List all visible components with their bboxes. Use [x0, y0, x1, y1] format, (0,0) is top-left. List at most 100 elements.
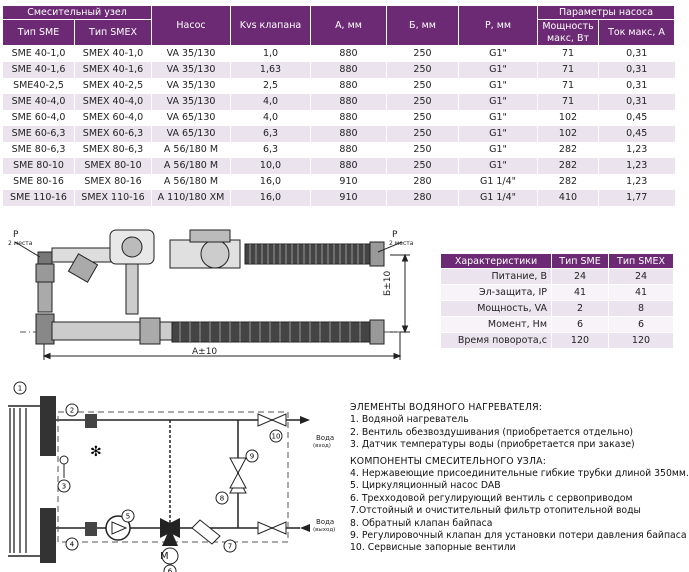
legend-unit-item: 9. Регулировочный клапан для установки п… — [350, 530, 687, 542]
char-table-cell: Питание, В — [440, 268, 552, 285]
table-cell: SMEX 80-16 — [74, 174, 152, 190]
table-cell: SME 40-4,0 — [2, 94, 75, 110]
char-header-smex: Тип SMEX — [608, 253, 674, 269]
legend-unit-item: 10. Сервисные запорные вентили — [350, 542, 516, 554]
table-cell: 880 — [310, 94, 387, 110]
table-cell: 880 — [310, 45, 387, 62]
char-table-cell: 8 — [608, 300, 674, 317]
table-cell: 250 — [386, 78, 459, 94]
table-cell: 102 — [537, 110, 599, 126]
table-cell: 71 — [537, 45, 599, 62]
table-cell: 250 — [386, 126, 459, 142]
table-cell: 910 — [310, 190, 387, 206]
heater-upper-block — [40, 396, 56, 456]
table-cell: G1" — [458, 94, 538, 110]
legend-unit-item: 5. Циркуляционный насос DAB — [350, 480, 501, 492]
char-table-cell: Эл-защита, IP — [440, 284, 552, 301]
callout-circle — [269, 429, 283, 443]
char-table-cell: 6 — [608, 316, 674, 333]
char-table-cell: 6 — [551, 316, 609, 333]
callout-number: 4 — [70, 541, 75, 549]
char-header-name: Характеристики — [440, 253, 552, 269]
snowflake-icon: ✻ — [90, 444, 102, 460]
callout-circle — [215, 491, 229, 505]
table-cell: 6,3 — [230, 126, 311, 142]
table-cell: 250 — [386, 110, 459, 126]
table-cell: 0,45 — [598, 126, 675, 142]
legend-unit-item: 4. Нержавеющие присоединительные гибкие … — [350, 468, 689, 480]
table-cell: 4,0 — [230, 110, 311, 126]
table-cell: G1" — [458, 126, 538, 142]
legend-heater-item: 1. Водяной нагреватель — [350, 414, 469, 426]
table-cell: VA 65/130 — [151, 126, 231, 142]
header-mixing-unit: Смесительный узел — [2, 5, 152, 20]
table-cell: 1,23 — [598, 142, 675, 158]
table-cell: A 110/180 XM — [151, 190, 231, 206]
table-cell: VA 35/130 — [151, 94, 231, 110]
char-header-sme: Тип SME — [551, 253, 609, 269]
balancing-valve-icon — [229, 457, 247, 475]
callout-circle — [13, 381, 27, 395]
upper-flex-hose — [244, 243, 371, 265]
table-cell: 0,31 — [598, 45, 675, 62]
table-cell: 1,23 — [598, 174, 675, 190]
table-cell: SMEX 80-6,3 — [74, 142, 152, 158]
callout-circle — [245, 449, 259, 463]
dimension-a-label: А±10 — [192, 347, 218, 357]
table-cell: G1" — [458, 142, 538, 158]
table-cell: 102 — [537, 126, 599, 142]
table-cell: G1 1/4" — [458, 174, 538, 190]
char-table-cell: 120 — [608, 332, 674, 349]
table-cell: SME 40-1,6 — [2, 62, 75, 78]
table-cell: 250 — [386, 94, 459, 110]
table-cell: 282 — [537, 158, 599, 174]
legend-unit-item: 8. Обратный клапан байпаса — [350, 517, 493, 529]
table-cell: 71 — [537, 62, 599, 78]
table-cell: G1" — [458, 110, 538, 126]
callout-number: 1 — [18, 385, 22, 393]
callout-circle — [65, 403, 79, 417]
char-table-cell: Мощность, VA — [440, 300, 552, 317]
char-table-cell: 24 — [551, 268, 609, 285]
legend-unit-title: КОМПОНЕНТЫ СМЕСИТЕЛЬНОГО УЗЛА: — [350, 455, 547, 467]
table-cell: 880 — [310, 78, 387, 94]
water-out-sub-label: (выход) — [313, 527, 336, 533]
table-cell: 0,45 — [598, 110, 675, 126]
table-cell: SME 110-16 — [2, 190, 75, 206]
table-cell: 280 — [386, 174, 459, 190]
table-cell: 250 — [386, 158, 459, 174]
table-cell: SME 80-16 — [2, 174, 75, 190]
char-table-cell: 41 — [551, 284, 609, 301]
char-table-cell: 41 — [608, 284, 674, 301]
table-cell: SMEX 60-4,0 — [74, 110, 152, 126]
table-cell: 282 — [537, 142, 599, 158]
table-cell: SME 60-4,0 — [2, 110, 75, 126]
motor-label: М — [160, 551, 169, 562]
legend-unit-item: 6. Трехходовой регулирующий вентиль с се… — [350, 492, 633, 504]
table-cell: A 56/180 M — [151, 142, 231, 158]
table-cell: SMEX 40-1,0 — [74, 45, 152, 62]
callout-number: 3 — [62, 483, 66, 491]
table-cell: 1,23 — [598, 158, 675, 174]
water-in-sub-label: (вход) — [313, 443, 331, 449]
table-cell: 6,3 — [230, 142, 311, 158]
heater-lower-block — [40, 508, 56, 563]
table-cell: G1" — [458, 45, 538, 62]
table-cell: 880 — [310, 142, 387, 158]
table-cell: A 56/180 M — [151, 158, 231, 174]
table-cell: 880 — [310, 158, 387, 174]
table-cell: SMEX 40-4,0 — [74, 94, 152, 110]
table-cell: VA 35/130 — [151, 78, 231, 94]
char-table-cell: Момент, Нм — [440, 316, 552, 333]
header-kvs: Kvs клапана — [230, 5, 311, 46]
table-cell: A 56/180 M — [151, 174, 231, 190]
filter-icon — [191, 519, 221, 545]
table-cell: 1,0 — [230, 45, 311, 62]
table-cell: SMEX 40-1,6 — [74, 62, 152, 78]
characteristics-table: Характеристики Тип SME Тип SMEX Питание,… — [440, 253, 674, 349]
